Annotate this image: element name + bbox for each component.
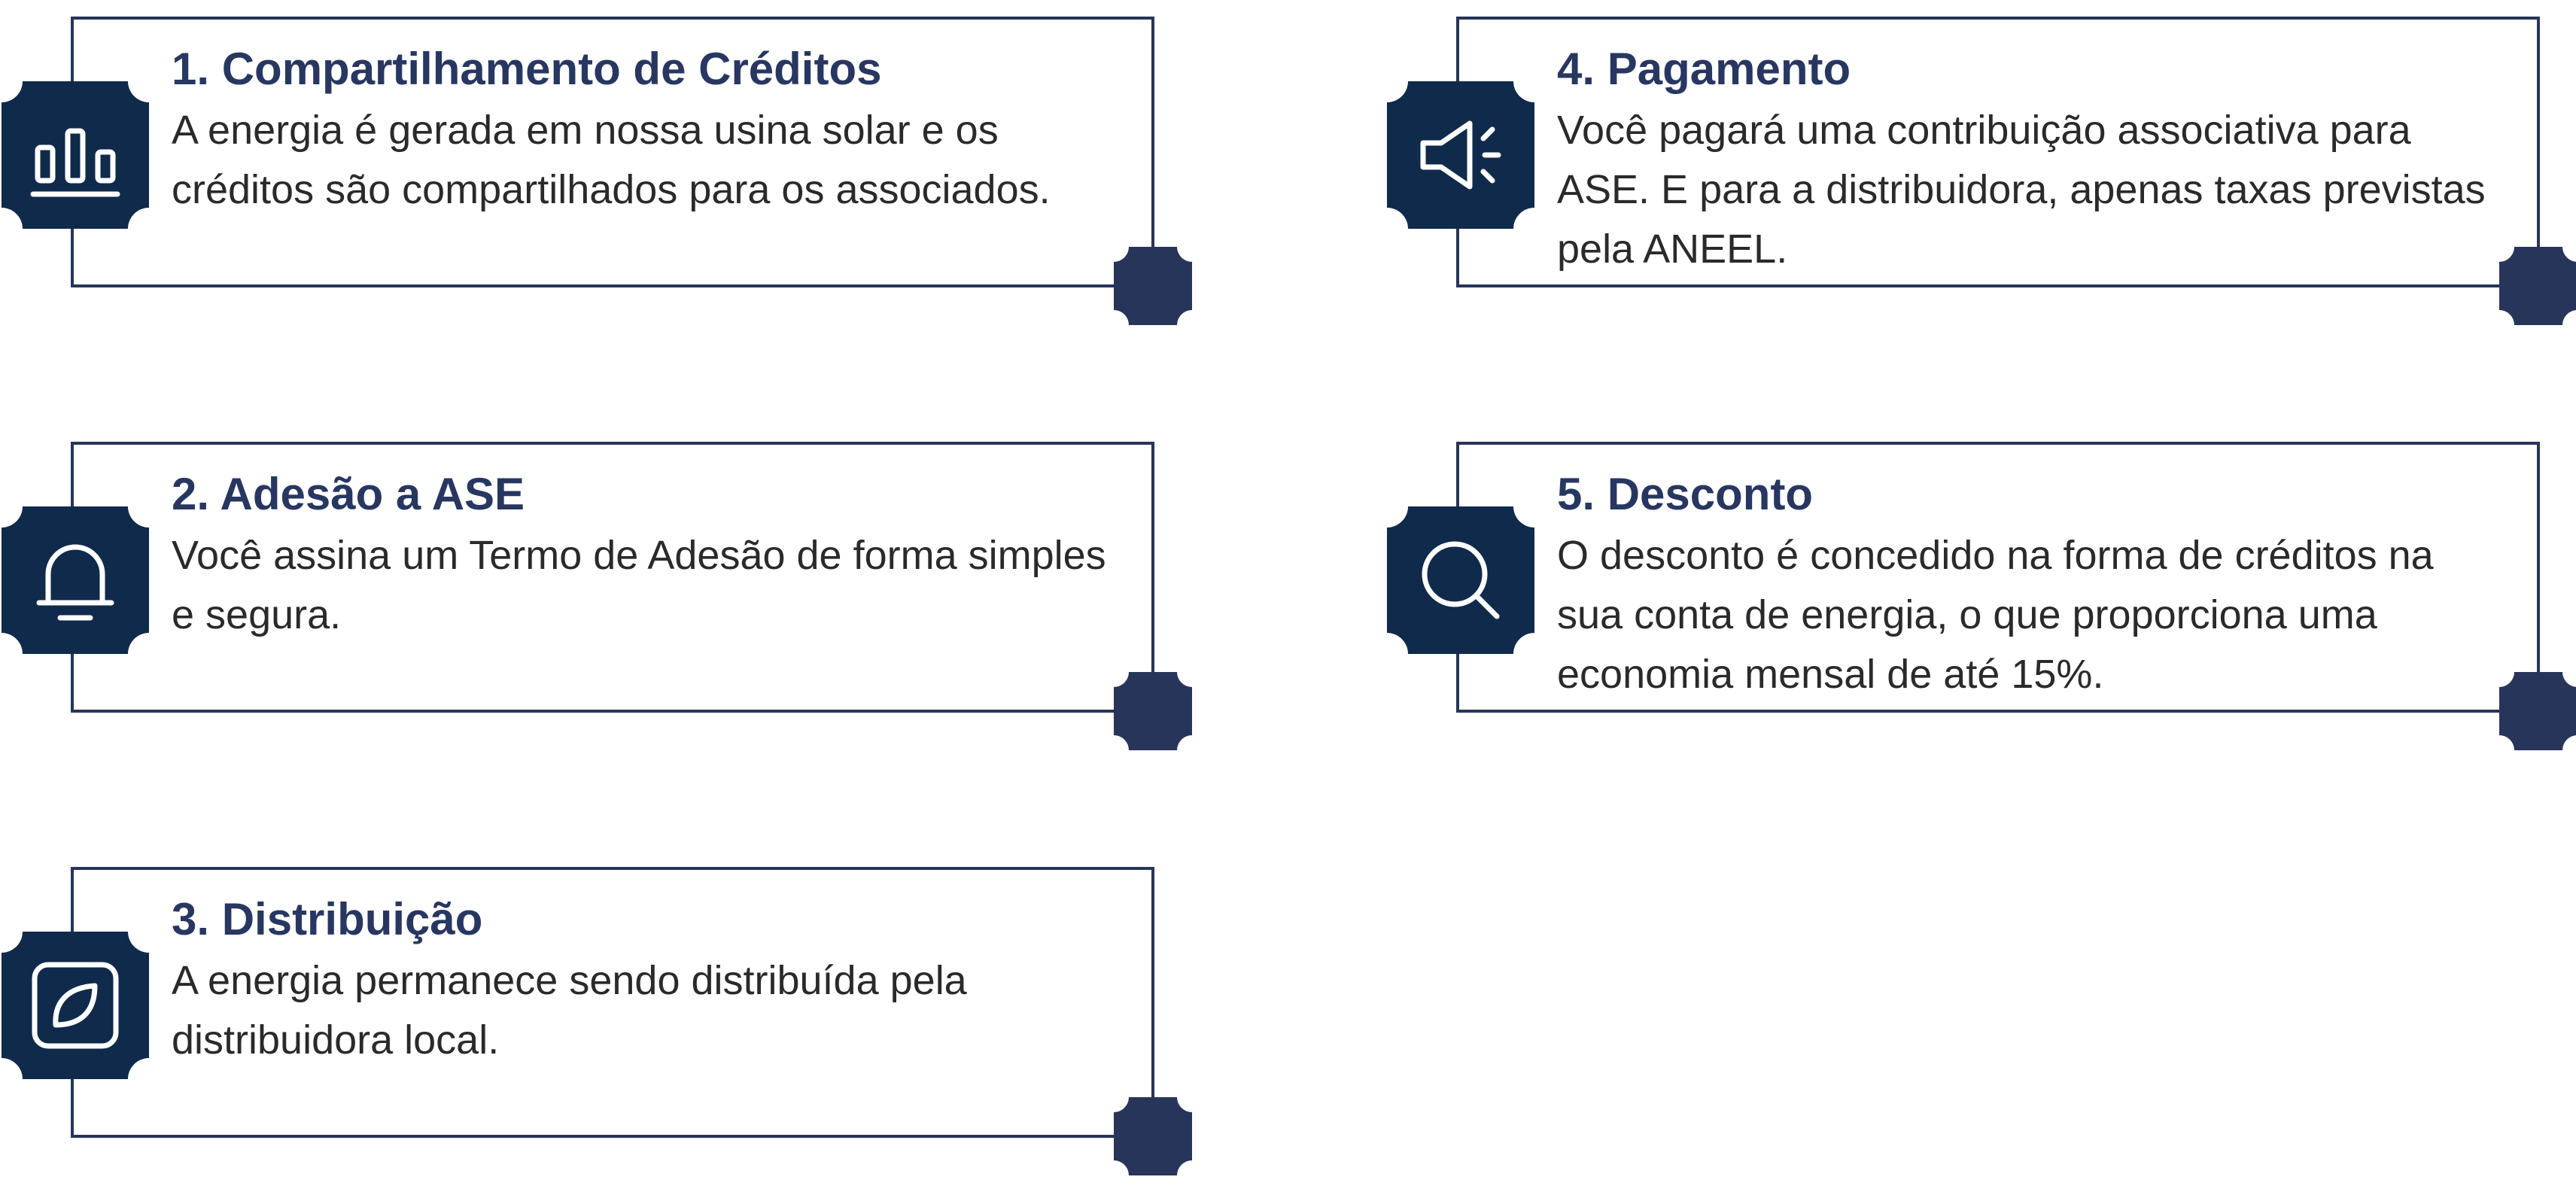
step-title: 2. Adesão a ASE bbox=[172, 469, 525, 519]
corner-ornament bbox=[2499, 672, 2576, 750]
step-card-3: 3. Distribuição A energia permanece send… bbox=[2, 867, 1192, 1175]
corner-ornament bbox=[2499, 247, 2576, 325]
step-card-2: 2. Adesão a ASE Você assina um Termo de … bbox=[2, 442, 1192, 750]
step-card-4: 4. Pagamento Você pagará uma contribuiçã… bbox=[1387, 17, 2576, 325]
step-description: Você pagará uma contribuição associativa… bbox=[1557, 108, 2486, 272]
step-title: 3. Distribuição bbox=[172, 894, 483, 944]
step-description: O desconto é concedido na forma de crédi… bbox=[1557, 533, 2434, 697]
step-badge bbox=[2, 932, 149, 1079]
step-badge bbox=[2, 81, 149, 229]
step-badge bbox=[1387, 506, 1534, 654]
corner-ornament bbox=[1114, 247, 1192, 325]
leaf-icon bbox=[23, 953, 128, 1058]
step-title: 5. Desconto bbox=[1557, 469, 1814, 519]
corner-ornament bbox=[1114, 672, 1192, 750]
step-title: 1. Compartilhamento de Créditos bbox=[172, 44, 882, 94]
step-description: A energia é gerada em nossa usina solar … bbox=[172, 108, 1051, 212]
bell-icon bbox=[23, 528, 128, 633]
bar-chart-icon bbox=[23, 102, 128, 208]
corner-ornament bbox=[1114, 1097, 1192, 1175]
megaphone-icon bbox=[1408, 102, 1513, 208]
step-title: 4. Pagamento bbox=[1557, 44, 1851, 94]
step-badge bbox=[1387, 81, 1534, 229]
search-icon bbox=[1408, 528, 1513, 633]
step-description: A energia permanece sendo distribuída pe… bbox=[172, 958, 967, 1063]
step-badge bbox=[2, 506, 149, 654]
step-card-1: 1. Compartilhamento de Créditos A energi… bbox=[2, 17, 1192, 325]
step-card-5: 5. Desconto O desconto é concedido na fo… bbox=[1387, 442, 2576, 750]
step-description: Você assina um Termo de Adesão de forma … bbox=[172, 533, 1106, 637]
